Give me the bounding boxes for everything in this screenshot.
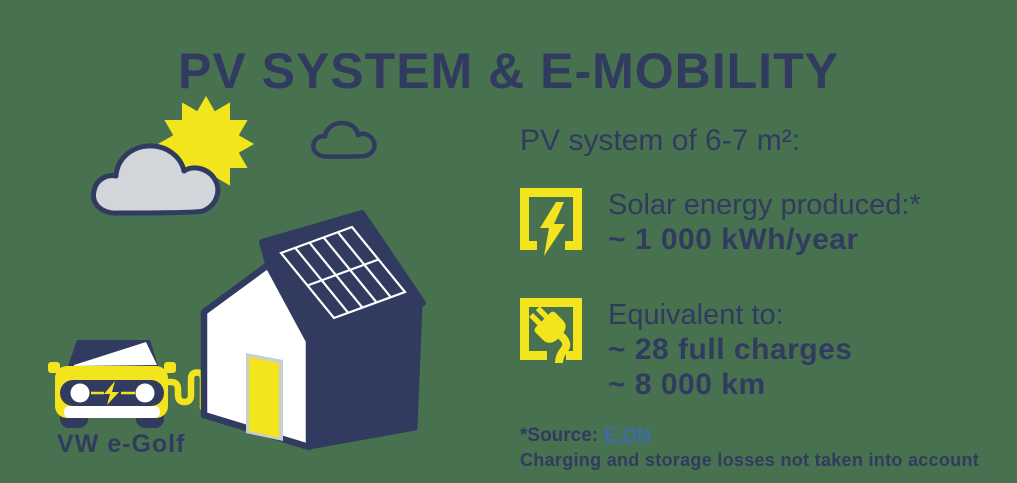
car-label: VW e-Golf: [57, 430, 186, 458]
car-mirror-right: [164, 362, 176, 373]
car-mirror-left: [48, 362, 60, 373]
car-headlight-right: [135, 383, 155, 403]
source-prefix: *Source:: [520, 425, 599, 446]
row-label: Solar energy produced:*: [608, 189, 921, 221]
source-line: *Source:E.ON: [520, 424, 979, 448]
row-value: ~ 8 000 km: [608, 368, 766, 401]
lightning-bolt-icon: [520, 188, 582, 256]
panel-heading: PV system of 6-7 m²:: [520, 124, 801, 157]
fact-row-equivalent: Equivalent to: ~ 28 full charges ~ 8 000…: [520, 298, 852, 402]
row-value: ~ 1 000 kWh/year: [608, 223, 859, 256]
row-label: Equivalent to:: [608, 299, 784, 331]
door: [249, 357, 279, 438]
footnote: *Source:E.ON Charging and storage losses…: [520, 424, 979, 472]
car-lightning-icon: [104, 381, 119, 405]
power-plug-icon: [520, 298, 582, 364]
solar-panel-icon: [279, 225, 407, 320]
source-link[interactable]: E.ON: [604, 425, 651, 446]
car-windshield-glass: [74, 342, 157, 366]
car-bumper: [64, 406, 160, 418]
cloud-icon: [90, 143, 221, 216]
house-icon: [200, 210, 426, 451]
footnote-note: Charging and storage losses not taken in…: [520, 450, 980, 470]
fact-row-solar: Solar energy produced:* ~ 1 000 kWh/year: [520, 188, 921, 264]
car-icon: [48, 340, 176, 428]
small-cloud-icon: [311, 120, 377, 159]
charging-cable-icon: [160, 369, 207, 412]
car-headlight-left: [70, 383, 90, 403]
page-title: PV SYSTEM & E-MOBILITY: [178, 43, 839, 99]
row-value: ~ 28 full charges: [608, 333, 853, 366]
